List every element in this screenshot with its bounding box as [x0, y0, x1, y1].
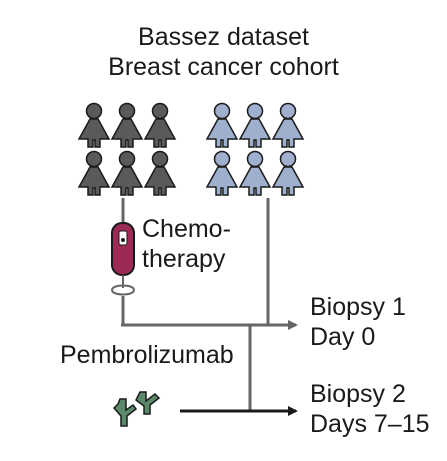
biopsy1-day-label: Day 0	[310, 323, 376, 351]
person-icon	[77, 150, 111, 196]
person-icon	[205, 150, 239, 196]
person-icon	[143, 150, 177, 196]
person-icon	[271, 102, 305, 148]
title-line-1: Bassez dataset	[138, 23, 309, 51]
chemotherapy-cohort	[77, 102, 177, 196]
title-line-2: Breast cancer cohort	[108, 53, 339, 81]
person-icon	[238, 102, 272, 148]
antibody-icon	[112, 391, 161, 427]
chemotherapy-label-line-2: therapy	[142, 245, 226, 273]
iv-bag-icon	[111, 222, 136, 296]
person-icon	[77, 102, 111, 148]
person-icon	[110, 102, 144, 148]
chemotherapy-label-line-1: Chemo-	[142, 215, 231, 243]
biopsy2-days-label: Days 7–15	[310, 410, 430, 438]
pembrolizumab-only-cohort	[205, 102, 305, 196]
person-icon	[205, 102, 239, 148]
biopsy2-label: Biopsy 2	[310, 380, 406, 408]
person-icon	[110, 150, 144, 196]
biopsy1-label: Biopsy 1	[310, 293, 406, 321]
pembrolizumab-label: Pembrolizumab	[60, 341, 234, 369]
person-icon	[143, 102, 177, 148]
person-icon	[238, 150, 272, 196]
person-icon	[271, 150, 305, 196]
